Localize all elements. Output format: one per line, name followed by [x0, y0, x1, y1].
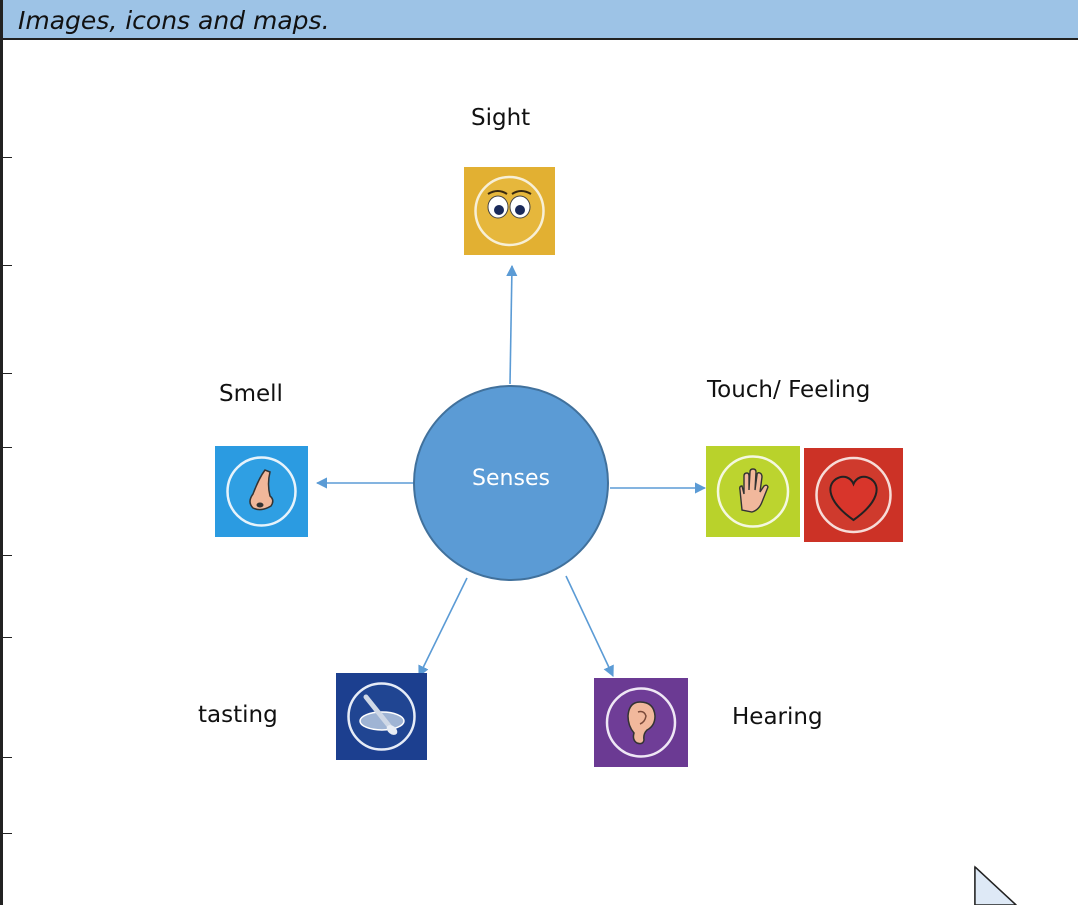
row-tick: [0, 373, 12, 374]
row-tick: [0, 447, 12, 448]
table-left-border: [0, 0, 3, 905]
center-node: Senses: [413, 385, 609, 581]
smell-label: Smell: [219, 381, 283, 407]
sight-label: Sight: [471, 105, 531, 131]
row-tick: [0, 833, 12, 834]
hearing-label: Hearing: [732, 704, 823, 730]
ear-icon: [594, 678, 688, 767]
arrow-to-tasting: [418, 577, 468, 678]
row-tick: [0, 757, 12, 758]
center-label: Senses: [472, 466, 550, 491]
spoon-icon: [336, 673, 427, 760]
heart-icon: [804, 448, 903, 542]
nose-icon: [215, 446, 308, 537]
row-tick: [0, 555, 12, 556]
arrow-to-sight: [506, 264, 518, 385]
row-tick: [0, 265, 12, 266]
arrow-to-hearing: [565, 575, 614, 678]
hand-icon: [706, 446, 800, 537]
eyes-icon: [464, 167, 555, 255]
touch-label: Touch/ Feeling: [707, 377, 871, 403]
section-title: Images, icons and maps.: [18, 6, 330, 35]
tasting-label: tasting: [198, 702, 278, 728]
row-tick: [0, 157, 12, 158]
row-tick: [0, 637, 12, 638]
section-header: Images, icons and maps.: [0, 0, 1078, 40]
